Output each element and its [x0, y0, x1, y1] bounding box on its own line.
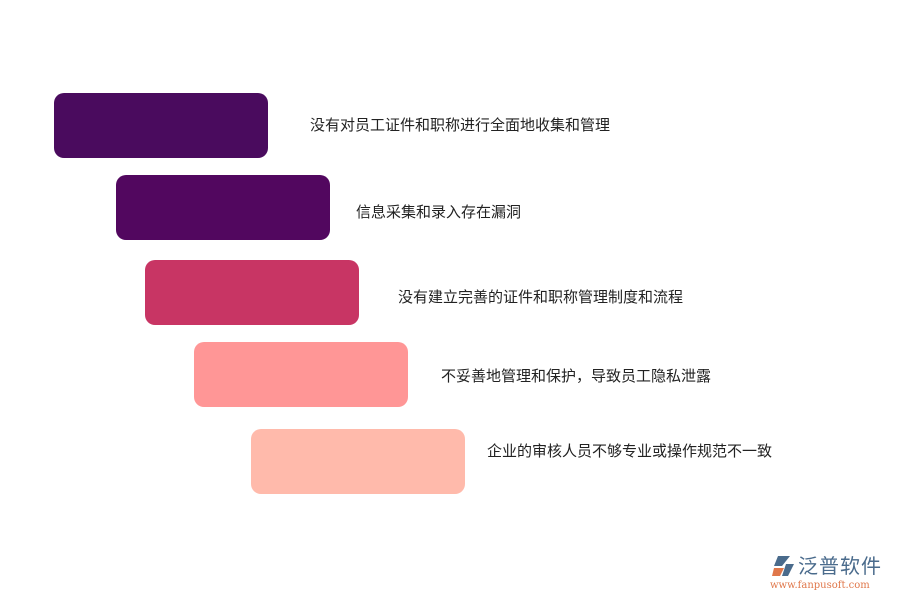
step-bar-2 [116, 175, 330, 240]
step-bar-5 [251, 429, 465, 494]
brand-logo: 泛普软件 www.fanpusoft.com [768, 552, 896, 596]
logo-name: 泛普软件 [798, 554, 882, 578]
step-label-3: 没有建立完善的证件和职称管理制度和流程 [398, 288, 684, 306]
step-label-4: 不妥善地管理和保护，导致员工隐私泄露 [441, 367, 712, 385]
step-label-1: 没有对员工证件和职称进行全面地收集和管理 [310, 116, 611, 134]
step-label-2: 信息采集和录入存在漏洞 [356, 203, 522, 221]
fanpu-logo-icon [772, 556, 794, 576]
step-bar-4 [194, 342, 408, 407]
logo-url: www.fanpusoft.com [770, 580, 870, 591]
step-label-5: 企业的审核人员不够专业或操作规范不一致 [487, 442, 773, 460]
step-bar-1 [54, 93, 268, 158]
step-bar-3 [145, 260, 359, 325]
